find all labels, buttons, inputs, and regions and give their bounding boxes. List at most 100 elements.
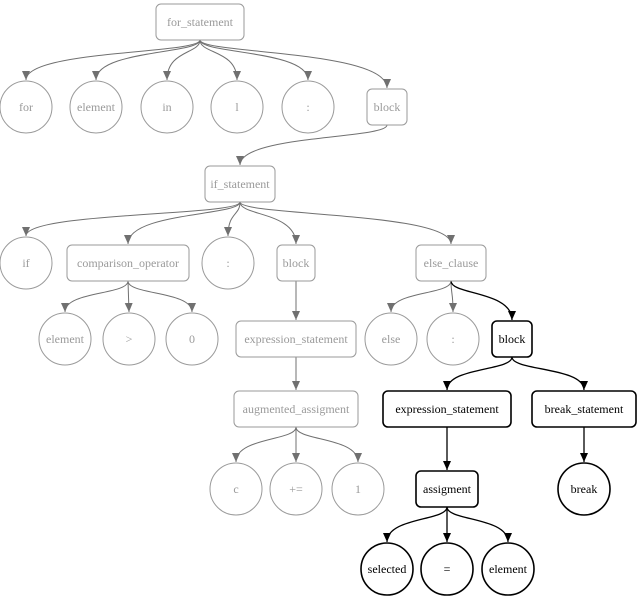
node-circle [364, 312, 418, 366]
node-label: element [489, 562, 528, 576]
node-label: element [46, 332, 85, 346]
node-circle [481, 542, 535, 596]
node-box [233, 390, 359, 428]
node-box [382, 390, 512, 428]
node-block3: block [491, 320, 533, 358]
node-box [491, 320, 533, 358]
node-circle [38, 312, 92, 366]
edge-aug_assign-to-aug_one [295, 426, 362, 463]
edge-else_clause-to-else_colon [448, 280, 457, 313]
node-label: block [374, 100, 401, 114]
node-break-stmt: break_statement [531, 390, 637, 428]
node-assigment: assigment [415, 470, 479, 508]
node-circle [360, 542, 414, 596]
node-circle [331, 462, 385, 516]
edge-if_statement-to-if_kw [22, 201, 241, 237]
node-label: c [233, 482, 238, 496]
node-expr-stmt2: expression_statement [382, 390, 512, 428]
edge-else_clause-to-else_kw [387, 280, 452, 313]
node-aug-c: c [209, 462, 263, 516]
node-label: block [283, 256, 310, 270]
node-aug-op: += [269, 462, 323, 516]
edge-for_statement-to-for_colon [199, 39, 312, 81]
node-box [415, 470, 479, 508]
node-label: if_statement [210, 177, 270, 191]
node-label: element [77, 100, 116, 114]
node-if-statement: if_statement [204, 165, 276, 203]
edge-layer [22, 39, 588, 543]
node-block2: block [276, 244, 316, 282]
node-circle [0, 236, 53, 290]
node-label: selected [368, 562, 407, 576]
node-box [366, 88, 408, 126]
edge-for_statement-to-for_in [163, 39, 201, 81]
node-label: for [19, 100, 33, 114]
node-box [66, 244, 190, 282]
node-box [531, 390, 637, 428]
node-for-statement: for_statement [155, 3, 245, 41]
edge-block3-to-expr_stmt2 [443, 356, 513, 391]
node-circle [269, 462, 323, 516]
edge-comparison_operator-to-cmp_gt [124, 280, 133, 313]
node-label: for_statement [167, 15, 234, 29]
node-label: block [499, 332, 526, 346]
node-else-kw: else [364, 312, 418, 366]
node-cmp-zero: 0 [165, 312, 219, 366]
node-label: 1 [355, 482, 361, 496]
node-asg-element: element [481, 542, 535, 596]
node-asg-selected: selected [360, 542, 414, 596]
node-circle [165, 312, 219, 366]
node-box [276, 244, 316, 282]
node-circle [0, 80, 53, 134]
node-label: comparison_operator [77, 256, 179, 270]
node-if-kw: if [0, 236, 53, 290]
node-label: += [289, 482, 303, 496]
node-for-l: l [210, 80, 264, 134]
node-label: : [226, 256, 229, 270]
node-for-in: in [140, 80, 194, 134]
edge-if_statement-to-block2 [239, 201, 300, 245]
node-label: expression_statement [395, 402, 499, 416]
edge-for_statement-to-for_kw [22, 39, 201, 81]
node-label: augmented_assigment [243, 402, 350, 416]
node-label: : [306, 100, 309, 114]
edge-if_statement-to-if_colon [224, 201, 241, 237]
node-label: else_clause [424, 256, 479, 270]
node-circle [426, 312, 480, 366]
node-circle [102, 312, 156, 366]
node-box [155, 3, 245, 41]
edge-for_statement-to-block1 [199, 39, 391, 89]
node-label: > [126, 332, 133, 346]
node-circle [69, 80, 123, 134]
edge-comparison_operator-to-cmp_zero [127, 280, 196, 313]
node-cmp-gt: > [102, 312, 156, 366]
node-label: = [444, 562, 451, 576]
node-circle [420, 542, 474, 596]
node-label: break [571, 482, 598, 496]
edge-else_clause-to-block3 [450, 280, 516, 321]
edge-for_statement-to-for_element [92, 39, 201, 81]
node-else-clause: else_clause [415, 244, 487, 282]
edge-assigment-to-asg_selected [383, 506, 448, 543]
node-cmp-element: element [38, 312, 92, 366]
edge-block1-to-if_statement [236, 124, 388, 166]
node-label: expression_statement [244, 332, 348, 346]
node-asg-eq: = [420, 542, 474, 596]
node-for-element: element [69, 80, 123, 134]
node-box [235, 320, 357, 358]
node-box [415, 244, 487, 282]
edge-if_statement-to-comparison_operator [124, 201, 241, 245]
edge-for_statement-to-for_l [199, 39, 241, 81]
node-box [204, 165, 276, 203]
node-else-colon: : [426, 312, 480, 366]
node-circle [557, 462, 611, 516]
node-label: if [22, 256, 29, 270]
node-if-colon: : [201, 236, 255, 290]
node-circle [210, 80, 264, 134]
node-circle [281, 80, 335, 134]
node-for-kw: for [0, 80, 53, 134]
node-break-kw: break [557, 462, 611, 516]
node-label: 0 [189, 332, 195, 346]
